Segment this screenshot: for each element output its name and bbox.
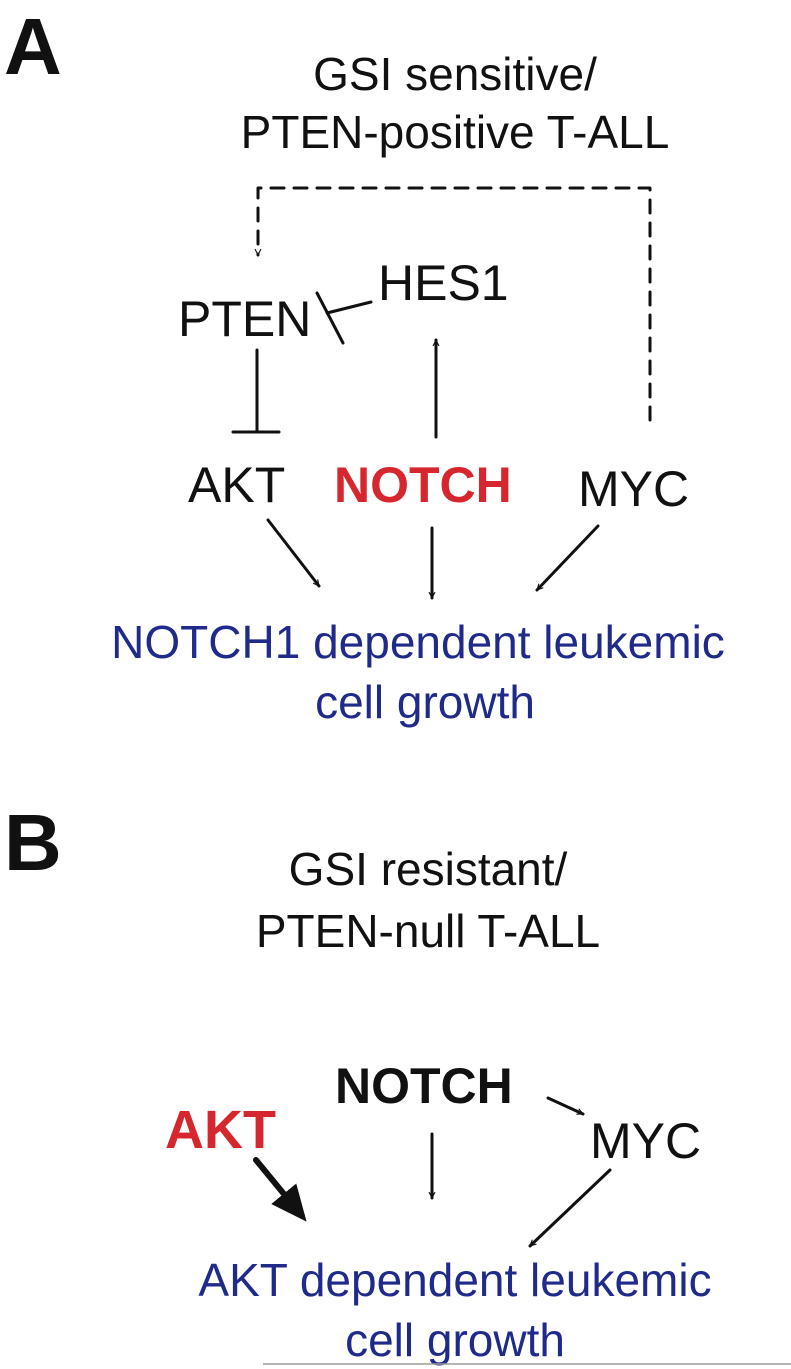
panel-b-label: B <box>4 798 62 887</box>
node-a-myc: MYC <box>578 461 689 517</box>
panel-a-outcome-line2: cell growth <box>315 676 535 728</box>
edge-b-akt-to-growth-strong <box>253 1157 307 1222</box>
panel-a: A GSI sensitive/ PTEN-positive T-ALL PTE… <box>4 2 725 728</box>
node-b-notch: NOTCH <box>335 1058 513 1114</box>
edge-a-hes1-inhibits-pten <box>325 300 373 315</box>
edge-a-myc-to-pten-dashed <box>254 186 652 422</box>
panel-a-title-line2: PTEN-positive T-ALL <box>241 106 670 158</box>
panel-b-outcome-line2: cell growth <box>345 1314 565 1366</box>
edge-b-myc-to-growth <box>528 1168 612 1248</box>
panel-b: B GSI resistant/ PTEN-null T-ALL NOTCH A… <box>4 798 712 1366</box>
node-a-hes1: HES1 <box>378 255 509 311</box>
node-a-akt: AKT <box>188 457 285 513</box>
panel-b-outcome-line1: AKT dependent leukemic <box>198 1254 711 1306</box>
panel-a-title-line1: GSI sensitive/ <box>313 48 597 100</box>
panel-a-outcome-line1: NOTCH1 dependent leukemic <box>111 616 725 668</box>
edge-a-hes1-inhibits-pten-bar <box>315 291 345 345</box>
node-b-akt: AKT <box>165 1100 276 1160</box>
node-a-notch: NOTCH <box>334 457 512 513</box>
edge-a-akt-to-growth <box>266 518 321 588</box>
edge-b-notch-to-myc <box>546 1096 585 1116</box>
edge-a-myc-to-growth <box>535 524 600 592</box>
panel-b-title-line2: PTEN-null T-ALL <box>256 905 600 957</box>
panel-a-label: A <box>4 2 62 91</box>
node-b-myc: MYC <box>590 1113 701 1169</box>
node-a-pten: PTEN <box>178 291 311 347</box>
panel-b-title-line1: GSI resistant/ <box>289 843 568 895</box>
